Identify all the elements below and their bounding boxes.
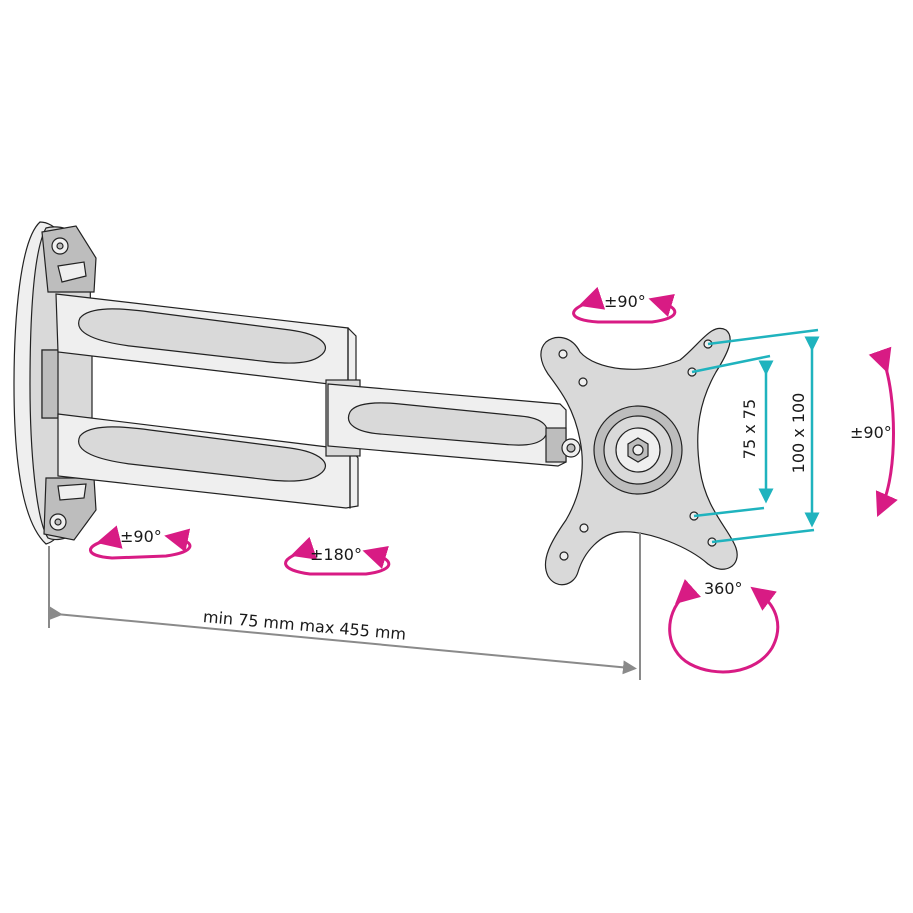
rotation-arrow-tilt [868,346,898,517]
first-arm-lower [57,413,359,509]
rotation-arrow-middle [284,536,391,576]
extension-dimension [48,532,641,680]
screen-rotation-label: 360° [704,579,743,598]
rotation-arrow-base [89,525,192,560]
vesa-small-label: 75 x 75 [740,398,759,460]
rotation-arrow-top [572,286,677,324]
wall-hinge [41,349,93,419]
vesa-plate [540,327,738,586]
rotation-arrow-screen [668,579,780,674]
base-rotation-label: ±90° [120,527,162,546]
top-rotation-label: ±90° [604,292,646,311]
middle-rotation-label: ±180° [310,545,362,564]
tilt-rotation-label: ±90° [850,423,892,442]
vesa-dimensions [691,328,820,544]
vesa-large-label: 100 x 100 [789,392,808,474]
second-arm [327,383,567,467]
tilt-joint [545,427,581,463]
first-arm-upper [55,293,357,387]
